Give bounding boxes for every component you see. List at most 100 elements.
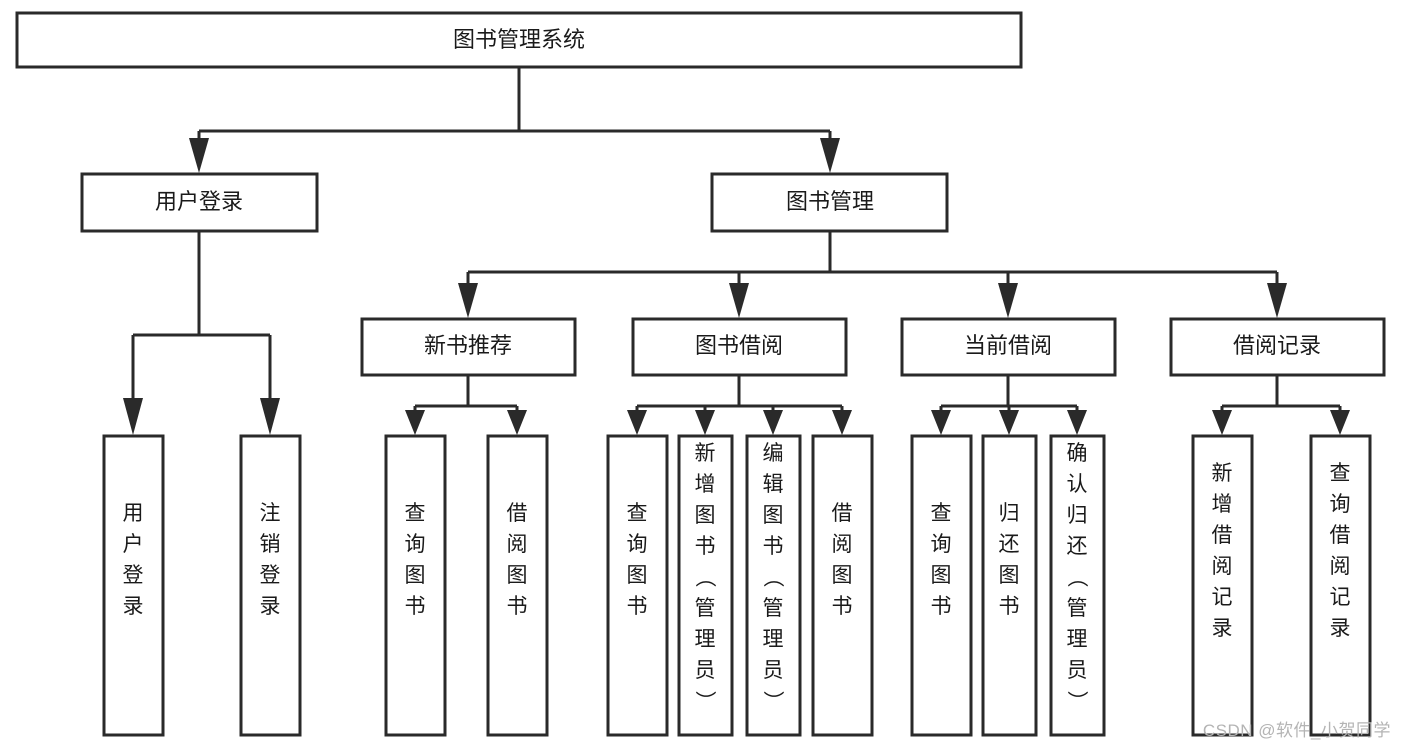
node-leaf-borrow-book-1-box[interactable] <box>486 434 549 737</box>
vertical-char: 登 <box>123 564 144 587</box>
vertical-char: ） <box>761 691 784 712</box>
vertical-char: 阅 <box>1330 555 1351 578</box>
node-book-manage[interactable]: 图书管理 <box>710 172 949 233</box>
node-borrow-record-label: 借阅记录 <box>1233 333 1321 358</box>
vertical-char: 询 <box>627 533 648 556</box>
node-new-book-recommend-box[interactable] <box>360 317 577 377</box>
vertical-char: 录 <box>1330 617 1351 640</box>
vertical-char: 录 <box>260 595 281 618</box>
arrow-to-leaf-query-book-2 <box>627 410 647 435</box>
node-user-login-box[interactable] <box>80 172 319 233</box>
node-leaf-user-login[interactable]: 用户登录 <box>102 434 165 737</box>
node-root[interactable]: 图书管理系统 <box>15 11 1023 69</box>
vertical-char: 书 <box>832 595 853 618</box>
arrow-to-leaf-borrow-book-1 <box>507 410 527 435</box>
node-current-borrow[interactable]: 当前借阅 <box>900 317 1117 377</box>
node-leaf-query-book-3-box[interactable] <box>910 434 973 737</box>
node-book-manage-box[interactable] <box>710 172 949 233</box>
vertical-char: 新 <box>1212 462 1233 485</box>
vertical-char: 理 <box>1067 628 1088 651</box>
node-user-login[interactable]: 用户登录 <box>80 172 319 233</box>
vertical-char: 图 <box>695 504 716 527</box>
vertical-char: 记 <box>1212 586 1233 609</box>
arrow-to-leaf-query-book-1 <box>405 410 425 435</box>
node-book-borrow-box[interactable] <box>631 317 848 377</box>
vertical-char: 图 <box>405 564 426 587</box>
node-current-borrow-box[interactable] <box>900 317 1117 377</box>
vertical-char: 图 <box>763 504 784 527</box>
node-leaf-user-logout-box[interactable] <box>239 434 302 737</box>
node-leaf-edit-book-box[interactable] <box>745 434 802 737</box>
node-leaf-query-book-2-box[interactable] <box>606 434 669 737</box>
vertical-char: 理 <box>763 628 784 651</box>
node-root-box[interactable] <box>15 11 1023 69</box>
vertical-char: 辑 <box>763 473 784 496</box>
vertical-char: 增 <box>695 473 716 496</box>
node-new-book-recommend[interactable]: 新书推荐 <box>360 317 577 377</box>
vertical-char: 用 <box>123 502 144 525</box>
vertical-char: 书 <box>405 595 426 618</box>
vertical-char: 管 <box>695 597 716 620</box>
vertical-char: 图 <box>999 564 1020 587</box>
vertical-char: 借 <box>832 502 853 525</box>
arrow-to-leaf-query-book-3 <box>931 410 951 435</box>
node-leaf-return-book-box[interactable] <box>981 434 1038 737</box>
node-leaf-add-book-box[interactable] <box>677 434 734 737</box>
vertical-char: ） <box>693 691 716 712</box>
arrow-root-to-user-login <box>189 138 209 173</box>
vertical-char: 认 <box>1067 473 1088 496</box>
node-leaf-confirm-return-box[interactable] <box>1049 434 1106 737</box>
arrow-to-current-borrow <box>998 283 1018 318</box>
node-leaf-user-login-box[interactable] <box>102 434 165 737</box>
vertical-char: 录 <box>123 595 144 618</box>
node-leaf-borrow-book-2-box[interactable] <box>811 434 874 737</box>
node-leaf-query-record-box[interactable] <box>1309 434 1372 737</box>
vertical-char: 书 <box>763 535 784 558</box>
vertical-char: 询 <box>931 533 952 556</box>
vertical-char: 图 <box>931 564 952 587</box>
vertical-char: 员 <box>1067 659 1088 682</box>
vertical-char: 记 <box>1330 586 1351 609</box>
node-book-borrow[interactable]: 图书借阅 <box>631 317 848 377</box>
vertical-char: 图 <box>627 564 648 587</box>
node-leaf-query-book-1-box[interactable] <box>384 434 447 737</box>
node-root-label: 图书管理系统 <box>453 27 585 52</box>
arrow-to-leaf-user-login <box>123 398 143 435</box>
vertical-char: 书 <box>931 595 952 618</box>
node-borrow-record-box[interactable] <box>1169 317 1386 377</box>
vertical-char: 借 <box>1212 524 1233 547</box>
node-borrow-record[interactable]: 借阅记录 <box>1169 317 1386 377</box>
vertical-char: （ <box>761 567 784 588</box>
vertical-char: 阅 <box>507 533 528 556</box>
node-new-book-recommend-label: 新书推荐 <box>424 333 512 358</box>
node-leaf-add-record-box[interactable] <box>1191 434 1254 737</box>
arrow-to-leaf-return-book <box>999 410 1019 435</box>
vertical-char: ） <box>1065 691 1088 712</box>
arrow-to-new-book-recommend <box>458 283 478 318</box>
arrow-to-borrow-record <box>1267 283 1287 318</box>
vertical-char: 询 <box>405 533 426 556</box>
arrow-to-book-borrow <box>729 283 749 318</box>
